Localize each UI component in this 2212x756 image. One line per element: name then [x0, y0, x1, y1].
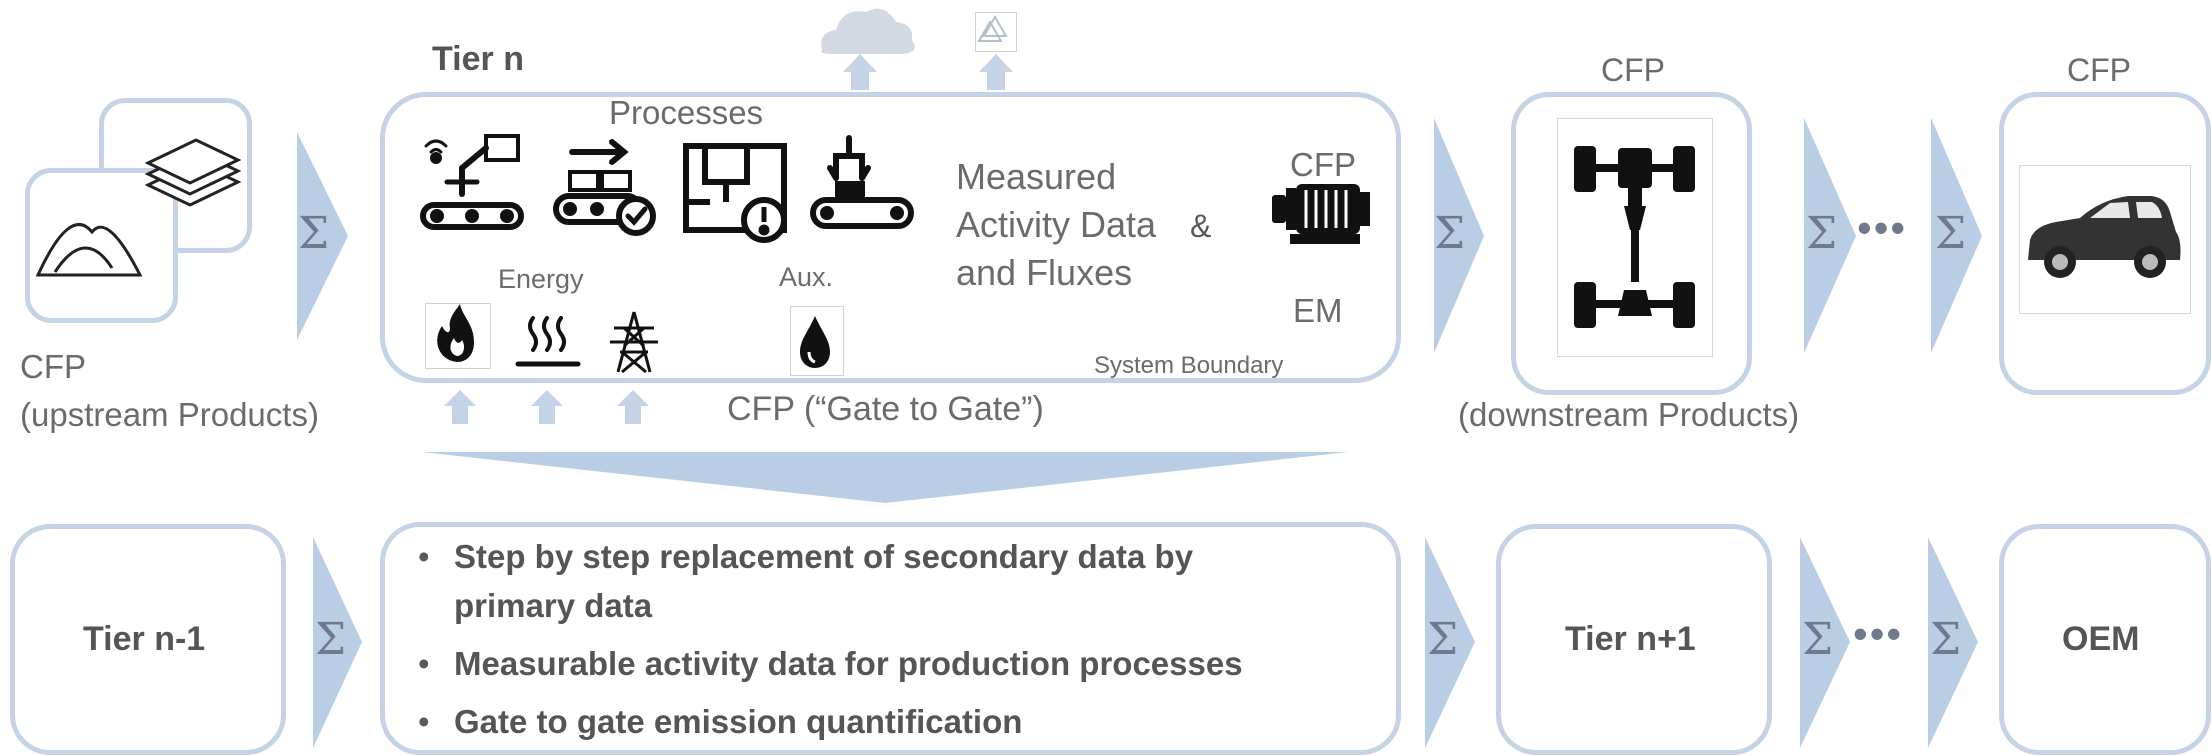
oil-frame [790, 306, 844, 376]
power-tower-icon [610, 311, 658, 374]
car-icon [2028, 196, 2181, 278]
bullet-text: Measurable activity data for production … [454, 645, 1243, 682]
flow-chevron [1800, 537, 1850, 748]
tier-prev-box [10, 524, 286, 755]
recycle-icon [977, 15, 1008, 42]
heat-icon [515, 316, 581, 367]
upstream-cfp-label: CFP [20, 348, 86, 385]
sum-symbol: Σ [315, 614, 347, 665]
tier-prev-label: Tier n-1 [83, 620, 206, 658]
gate-to-gate-label: CFP (“Gate to Gate”) [727, 390, 1044, 428]
input-arrow [444, 390, 649, 424]
flame-frame [425, 303, 491, 369]
measured-label-1: Measured [956, 156, 1117, 197]
flow-chevron [313, 537, 362, 748]
tier-title: Tier n [432, 40, 524, 78]
oil-drop-icon [800, 316, 830, 368]
sum-symbol: Σ [1434, 208, 1466, 259]
downstream-cfp-label: CFP [1601, 52, 1665, 88]
ampersand: & [1190, 208, 1212, 244]
processes-label: Processes [609, 94, 764, 131]
ellipsis: ••• [1853, 610, 1904, 657]
sum-symbol: Σ [1806, 208, 1838, 259]
measured-label-3: and Fluxes [956, 252, 1133, 293]
aggregation-funnel [422, 452, 1348, 503]
flow-chevron [1425, 537, 1475, 748]
downstream-label: (downstream Products) [1458, 396, 1800, 433]
tier-next-box [1496, 524, 1772, 755]
robot-arm-conveyor-icon [420, 134, 524, 230]
drivetrain-icon [1574, 146, 1695, 328]
ellipsis: ••• [1857, 204, 1908, 251]
em-label: EM [1293, 292, 1343, 329]
sum-symbol: Σ [1935, 208, 1967, 259]
energy-label: Energy [498, 264, 584, 294]
raw-material-card [25, 168, 178, 323]
sum-symbol: Σ [1930, 614, 1962, 665]
tier-n-box [380, 92, 1401, 383]
bullet-item: Gate to gate emission quantification [410, 697, 1390, 746]
bullet-item: Step by step replacement of secondary da… [410, 532, 1390, 630]
sheets-icon [144, 138, 242, 207]
tier-next-label: Tier n+1 [1565, 620, 1696, 658]
sum-symbol: Σ [1802, 614, 1834, 665]
gripper-conveyor-icon [810, 135, 914, 229]
oem-box [1999, 524, 2211, 755]
measured-label-2: Activity Data [956, 204, 1157, 245]
machine-alert-icon [683, 143, 787, 243]
cfp-motor-label: CFP [1290, 146, 1356, 183]
recycle-frame [975, 12, 1017, 52]
system-boundary-label: System Boundary [1094, 352, 1284, 379]
flow-chevron [1931, 118, 1982, 353]
emission-arrow [843, 54, 1013, 90]
summary-bullets: Step by step replacement of secondary da… [410, 532, 1390, 755]
flow-chevron [1434, 118, 1484, 353]
electric-motor-icon [1272, 184, 1370, 244]
final-cfp-label: CFP [2067, 52, 2131, 88]
cloud-icon [821, 8, 915, 55]
bullet-text: primary data [454, 587, 653, 624]
raw-material-icon [35, 223, 143, 277]
aux-label: Aux. [779, 262, 834, 292]
bullet-item: Measurable activity data for production … [410, 639, 1390, 688]
conveyor-arrow-check-icon [553, 139, 656, 236]
flow-chevron [1804, 118, 1856, 353]
flow-chevron [1928, 537, 1978, 748]
flow-chevron [297, 132, 348, 340]
sum-symbol: Σ [1427, 614, 1459, 665]
oem-label: OEM [2062, 620, 2140, 658]
bullet-text: Gate to gate emission quantification [454, 703, 1023, 740]
sum-symbol: Σ [298, 208, 330, 259]
upstream-label: (upstream Products) [20, 396, 319, 433]
flame-icon [437, 304, 474, 362]
bullet-text: Step by step replacement of secondary da… [454, 538, 1194, 575]
